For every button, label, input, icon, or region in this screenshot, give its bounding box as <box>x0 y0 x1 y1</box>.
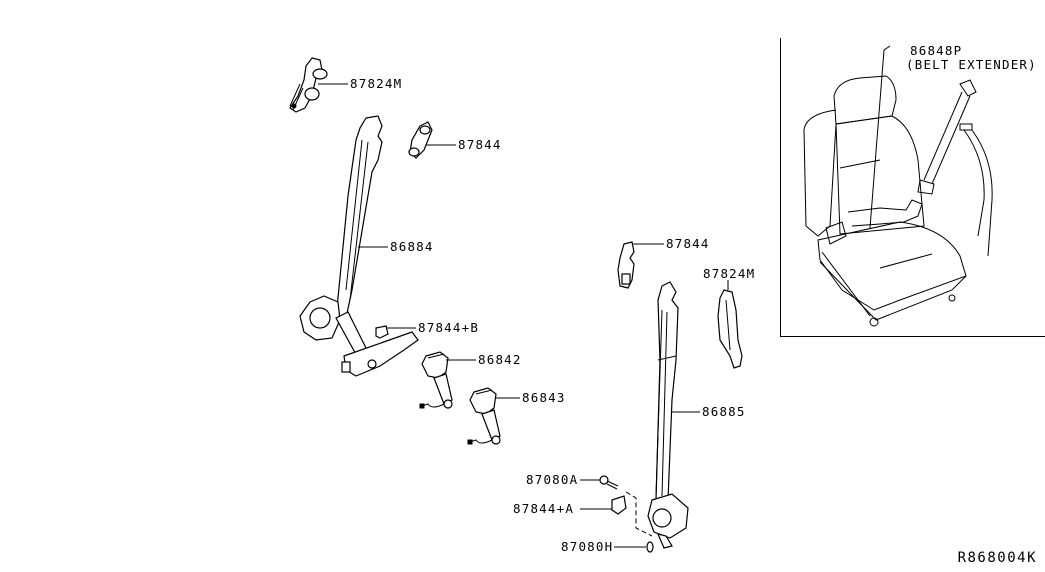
height-adjuster-right[interactable] <box>717 289 743 369</box>
part-label-87844[interactable]: 87844 <box>458 137 502 152</box>
seat-belt-assembly-86885[interactable] <box>647 281 689 549</box>
part-label-86885[interactable]: 86885 <box>702 404 746 419</box>
buckle-86843[interactable] <box>467 387 501 445</box>
height-adjuster-left[interactable] <box>289 57 328 113</box>
buckle-86842[interactable] <box>419 351 453 409</box>
part-label-87824m[interactable]: 87824M <box>350 76 403 91</box>
part-label-87824m-right[interactable]: 87824M <box>703 266 756 281</box>
bolt-87080a[interactable] <box>599 475 619 490</box>
part-label-87844-b[interactable]: 87844+B <box>418 320 480 335</box>
part-label-87844-right[interactable]: 87844 <box>666 236 710 251</box>
part-label-87080h[interactable]: 87080H <box>561 539 614 554</box>
washer-87080h[interactable] <box>646 541 654 553</box>
part-label-87080a[interactable]: 87080A <box>526 472 579 487</box>
diagram-reference-code: R868004K <box>957 550 1037 566</box>
part-label-86842[interactable]: 86842 <box>478 352 522 367</box>
part-label-87844-a[interactable]: 87844+A <box>513 501 575 516</box>
cover-87844-right[interactable] <box>617 241 635 289</box>
clip-87844-a[interactable] <box>611 495 627 515</box>
part-label-86884[interactable]: 86884 <box>390 239 434 254</box>
belt-extender-inset <box>780 38 1045 337</box>
clip-87844-b[interactable] <box>375 325 389 339</box>
inset-part-name: (BELT EXTENDER) <box>906 57 1037 72</box>
part-label-86843[interactable]: 86843 <box>522 390 566 405</box>
inset-seat-illustration <box>803 45 993 327</box>
cover-87844-left[interactable] <box>408 121 433 159</box>
inset-part-number[interactable]: 86848P <box>910 43 963 58</box>
seat-belt-assembly-86884[interactable] <box>299 115 419 377</box>
